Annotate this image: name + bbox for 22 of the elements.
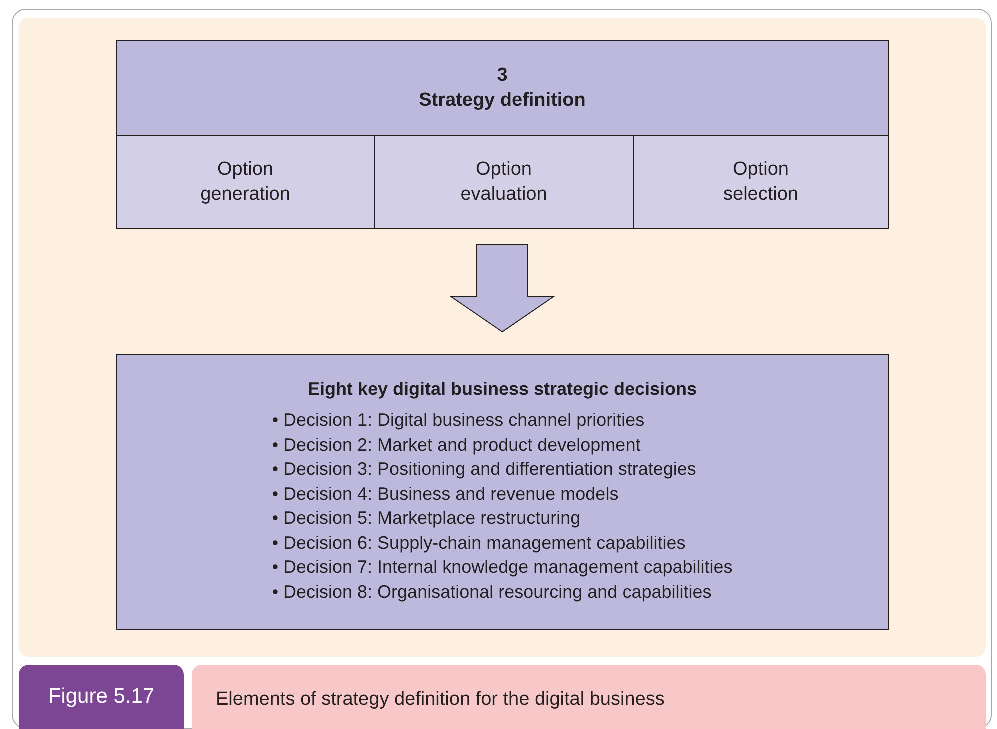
caption-text: Elements of strategy definition for the digital business xyxy=(216,689,665,711)
bullet-item: • Decision 8: Organisational resourcing and capabilities xyxy=(272,580,712,604)
bullet-item: • Decision 1: Digital business channel priorities xyxy=(272,409,645,432)
decisions-box xyxy=(116,354,889,630)
bullet-item: • Decision 3: Positioning and differentiation strategies xyxy=(272,458,696,481)
figure-number: Figure 5.17 xyxy=(19,665,184,729)
bullet-item: • Decision 4: Business and revenue models xyxy=(272,482,619,506)
bullet-item: • Decision 2: Market and product development xyxy=(272,434,641,457)
step-cell xyxy=(374,135,633,228)
stage-heading: 3 xyxy=(497,64,508,88)
step-label: Option generation xyxy=(200,158,292,207)
block-arrow xyxy=(450,244,556,333)
step-label: Option evaluation xyxy=(460,158,548,207)
step-label: Option selection xyxy=(722,158,800,207)
step-cell xyxy=(117,135,374,228)
stage-box xyxy=(116,40,889,229)
box-heading: Eight key digital business strategic decisions xyxy=(308,378,698,401)
bullet-item: • Decision 7: Internal knowledge management capabilities xyxy=(272,556,733,579)
bullet-item: • Decision 6: Supply-chain management capabilities xyxy=(272,532,686,555)
bullet-item: • Decision 5: Marketplace restructuring xyxy=(272,507,581,530)
stage-heading: Strategy definition xyxy=(419,89,586,113)
step-cell xyxy=(633,135,888,228)
